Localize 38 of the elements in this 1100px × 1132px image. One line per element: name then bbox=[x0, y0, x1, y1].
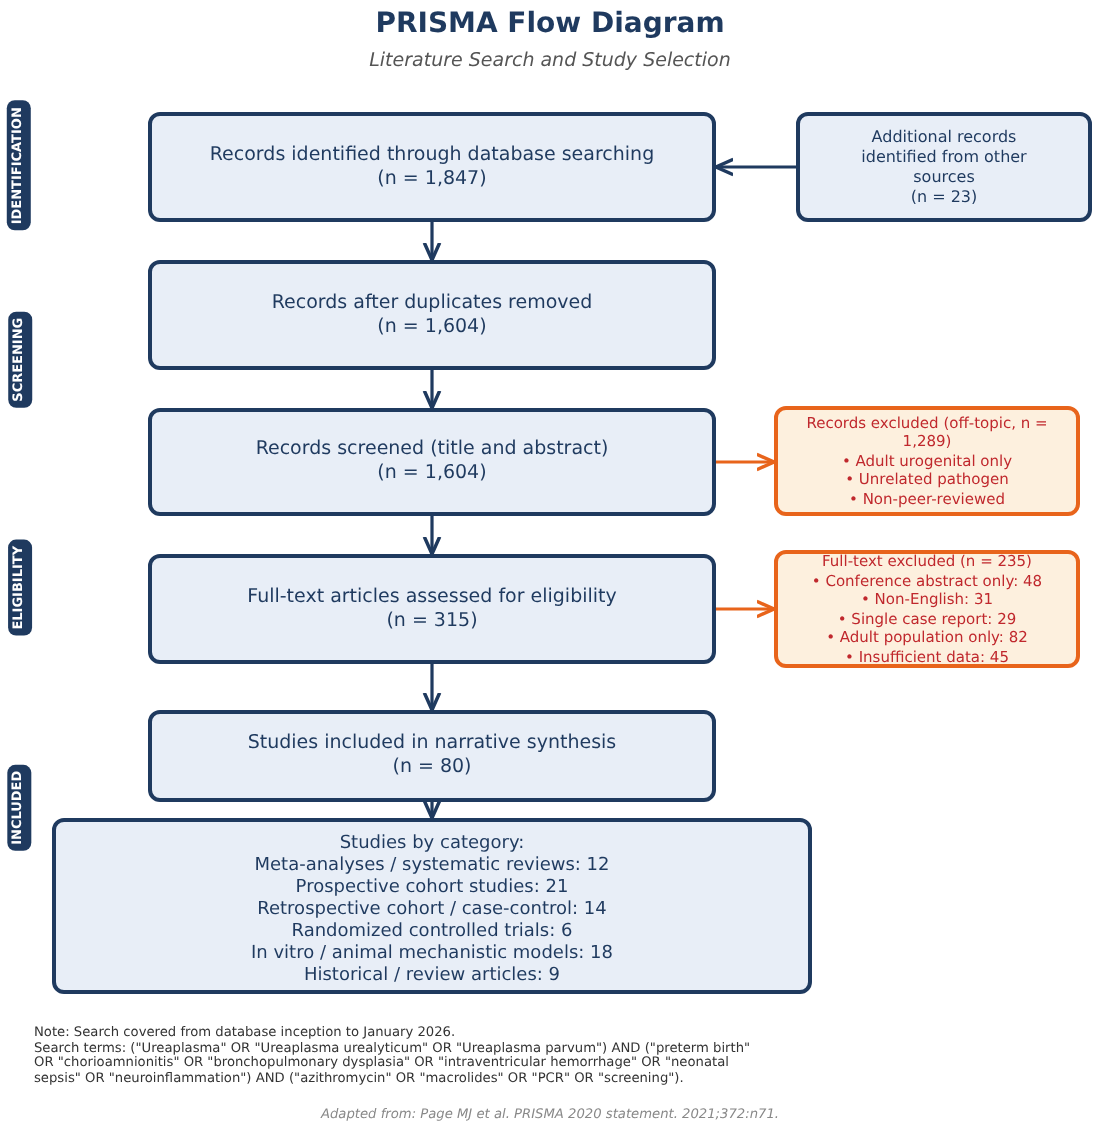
box-text: Historical / review articles: 9 bbox=[303, 965, 561, 987]
box-text: Additional records identified from other sources bbox=[859, 127, 1029, 187]
arrow bbox=[422, 664, 442, 712]
box-text: (n = 1,604) bbox=[377, 315, 487, 339]
box-text: (n = 1,604) bbox=[377, 462, 487, 486]
box-text: Records identified through database searching bbox=[209, 143, 655, 167]
process-box bbox=[148, 554, 716, 664]
process-box bbox=[52, 818, 812, 994]
arrow bbox=[422, 516, 442, 556]
box-text: In vitro / animal mechanistic models: 18 bbox=[251, 943, 613, 965]
box-text: Meta-analyses / systematic reviews: 12 bbox=[254, 855, 610, 877]
arrow bbox=[422, 370, 442, 410]
box-text: Prospective cohort studies: 21 bbox=[295, 877, 569, 899]
box-text: Randomized controlled trials: 6 bbox=[291, 921, 573, 943]
arrow bbox=[422, 799, 442, 820]
process-box bbox=[148, 260, 716, 370]
box-text: Full-text articles assessed for eligibility bbox=[247, 585, 617, 609]
box-text: Records screened (title and abstract) bbox=[255, 438, 609, 462]
process-box bbox=[148, 408, 716, 516]
diagram-title: PRISMA Flow Diagram bbox=[373, 6, 727, 44]
box-text: (n = 23) bbox=[910, 187, 978, 207]
arrow bbox=[716, 599, 776, 619]
box-text: Studies included in narrative synthesis bbox=[247, 732, 617, 756]
diagram-subtitle: Literature Search and Study Selection bbox=[367, 48, 733, 76]
process-box bbox=[148, 112, 716, 222]
box-text: Studies by category: bbox=[339, 833, 525, 855]
box-text: (n = 315) bbox=[386, 609, 478, 633]
arrow bbox=[714, 157, 796, 177]
box-text: Records after duplicates removed bbox=[271, 291, 593, 315]
process-box bbox=[148, 710, 716, 802]
box-text: (n = 80) bbox=[392, 756, 472, 780]
exclusion-box bbox=[774, 550, 1080, 668]
arrow bbox=[422, 222, 442, 262]
exclusion-box bbox=[774, 406, 1080, 516]
box-text: (n = 1,847) bbox=[377, 167, 487, 191]
process-box bbox=[796, 112, 1092, 222]
box-text: Retrospective cohort / case-control: 14 bbox=[257, 899, 607, 921]
arrow bbox=[716, 452, 776, 472]
